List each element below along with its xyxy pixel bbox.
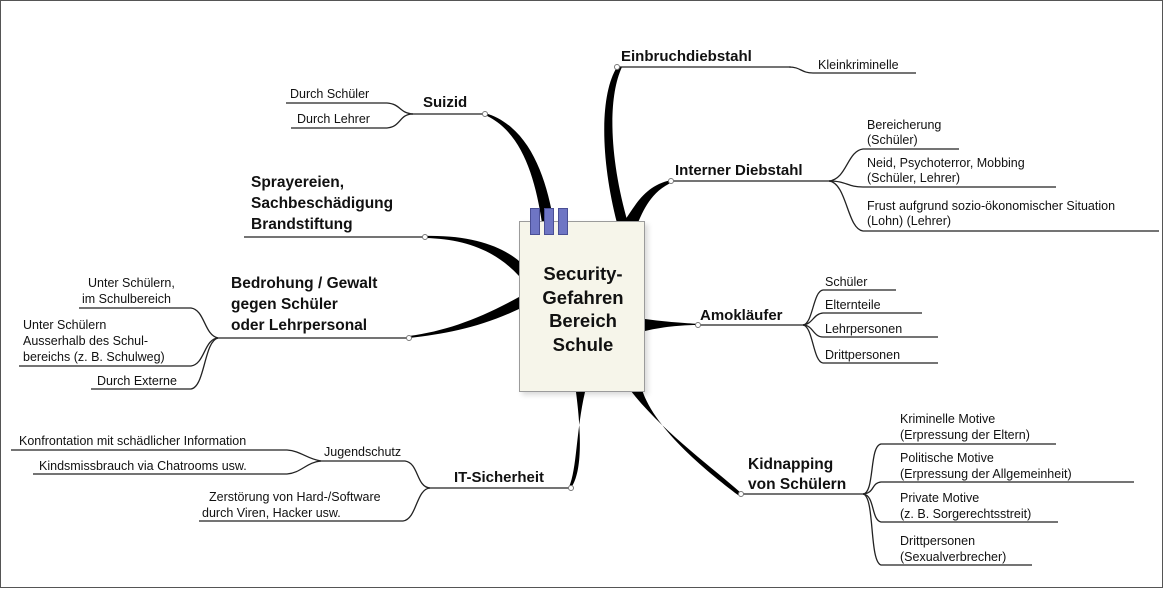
main-branch-gewalt xyxy=(409,297,519,338)
leaf-politische-motive[interactable]: Politische Motive xyxy=(900,451,994,465)
branch-it-sicherheit[interactable]: IT-Sicherheit xyxy=(454,469,545,486)
leaf-kriminelle-motive-detail: (Erpressung der Eltern) xyxy=(900,428,1030,442)
branch-bedrohung-gewalt-line3: oder Lehrpersonal xyxy=(231,317,368,334)
leaf-unter-schuelern-ausserhalb[interactable]: Unter Schülern xyxy=(23,318,107,332)
leaf-konfrontation[interactable]: Konfrontation mit schädlicher Informatio… xyxy=(19,434,247,448)
leaf-zerstoerung[interactable]: Zerstörung von Hard-/Software xyxy=(209,490,381,504)
main-branch-it xyxy=(569,392,585,488)
leaf-private-motive-detail: (z. B. Sorgerechtsstreit) xyxy=(900,507,1032,521)
branch-bedrohung-gewalt[interactable]: Bedrohung / Gewalt xyxy=(231,275,378,292)
branch-sprayereien[interactable]: Sprayereien, xyxy=(251,174,345,191)
leaf-zerstoerung-line2: durch Viren, Hacker usw. xyxy=(202,506,341,520)
leaf-unter-schuelern-schulbereich[interactable]: Unter Schülern, xyxy=(88,276,175,290)
leaf-elternteile[interactable]: Elternteile xyxy=(825,298,881,312)
leaf-kleinkriminelle[interactable]: Kleinkriminelle xyxy=(818,58,899,72)
leaf-bereicherung[interactable]: Bereicherung xyxy=(867,118,942,132)
branch-bedrohung-gewalt-line2: gegen Schüler xyxy=(231,296,338,313)
leaf-lehrpersonen[interactable]: Lehrpersonen xyxy=(825,322,903,336)
leaf-frust-detail: (Lohn) (Lehrer) xyxy=(867,214,952,228)
leaf-private-motive[interactable]: Private Motive xyxy=(900,491,980,505)
branch-sprayereien-line3: Brandstiftung xyxy=(251,216,353,233)
branch-amoklaeufer[interactable]: Amokläufer xyxy=(700,307,783,324)
main-branch-intern xyxy=(623,180,673,225)
leaf-unter-schuelern-ausserhalb-line3: bereichs (z. B. Schulweg) xyxy=(23,350,165,364)
leaf-schueler[interactable]: Schüler xyxy=(825,275,868,289)
leaf-durch-lehrer[interactable]: Durch Lehrer xyxy=(297,112,370,126)
branch-kidnapping-line2: von Schülern xyxy=(748,476,847,493)
main-branch-einbruch xyxy=(604,67,628,223)
leaf-unter-schuelern-ausserhalb-line2: Ausserhalb des Schul- xyxy=(23,334,149,348)
leaf-bereicherung-detail: (Schüler) xyxy=(867,133,918,147)
main-branch-kidnap xyxy=(627,386,741,495)
branch-kidnapping[interactable]: Kidnapping xyxy=(748,456,834,473)
central-topic-label: Security- Gefahren Bereich Schule xyxy=(542,263,624,356)
leaf-unter-schuelern-schulbereich-detail: im Schulbereich xyxy=(82,292,171,306)
leaf-drittpersonen-kidnap-detail: (Sexualverbrecher) xyxy=(900,550,1007,564)
branch-sprayereien-line2: Sachbeschädigung xyxy=(251,195,394,212)
branch-interner-diebstahl[interactable]: Interner Diebstahl xyxy=(675,162,803,179)
leaf-durch-schueler[interactable]: Durch Schüler xyxy=(290,87,370,101)
leaf-kindsmissbrauch[interactable]: Kindsmissbrauch via Chatrooms usw. xyxy=(39,459,247,473)
central-topic[interactable]: Security- Gefahren Bereich Schule xyxy=(519,221,645,392)
binder-clip-icon xyxy=(558,208,568,235)
leaf-frust[interactable]: Frust aufgrund sozio-ökonomischer Situat… xyxy=(867,199,1116,213)
leaf-drittpersonen[interactable]: Drittpersonen xyxy=(825,348,901,362)
node-jugendschutz[interactable]: Jugendschutz xyxy=(324,445,402,459)
main-branch-spray xyxy=(425,235,519,276)
main-branch-amok xyxy=(645,319,698,331)
leaf-politische-motive-detail: (Erpressung der Allgemeinheit) xyxy=(900,467,1072,481)
main-branch-suizid xyxy=(485,113,554,223)
branch-einbruchdiebstahl[interactable]: Einbruchdiebstahl xyxy=(621,48,752,65)
binder-clip-icon xyxy=(544,208,554,235)
leaf-neid-mobbing-detail: (Schüler, Lehrer) xyxy=(867,171,961,185)
leaf-durch-externe[interactable]: Durch Externe xyxy=(97,374,177,388)
leaf-drittpersonen-kidnap[interactable]: Drittpersonen xyxy=(900,534,976,548)
binder-clip-icon xyxy=(530,208,540,235)
branch-suizid[interactable]: Suizid xyxy=(423,94,468,111)
leaf-neid-mobbing[interactable]: Neid, Psychoterror, Mobbing xyxy=(867,156,1025,170)
leaf-kriminelle-motive[interactable]: Kriminelle Motive xyxy=(900,412,996,426)
